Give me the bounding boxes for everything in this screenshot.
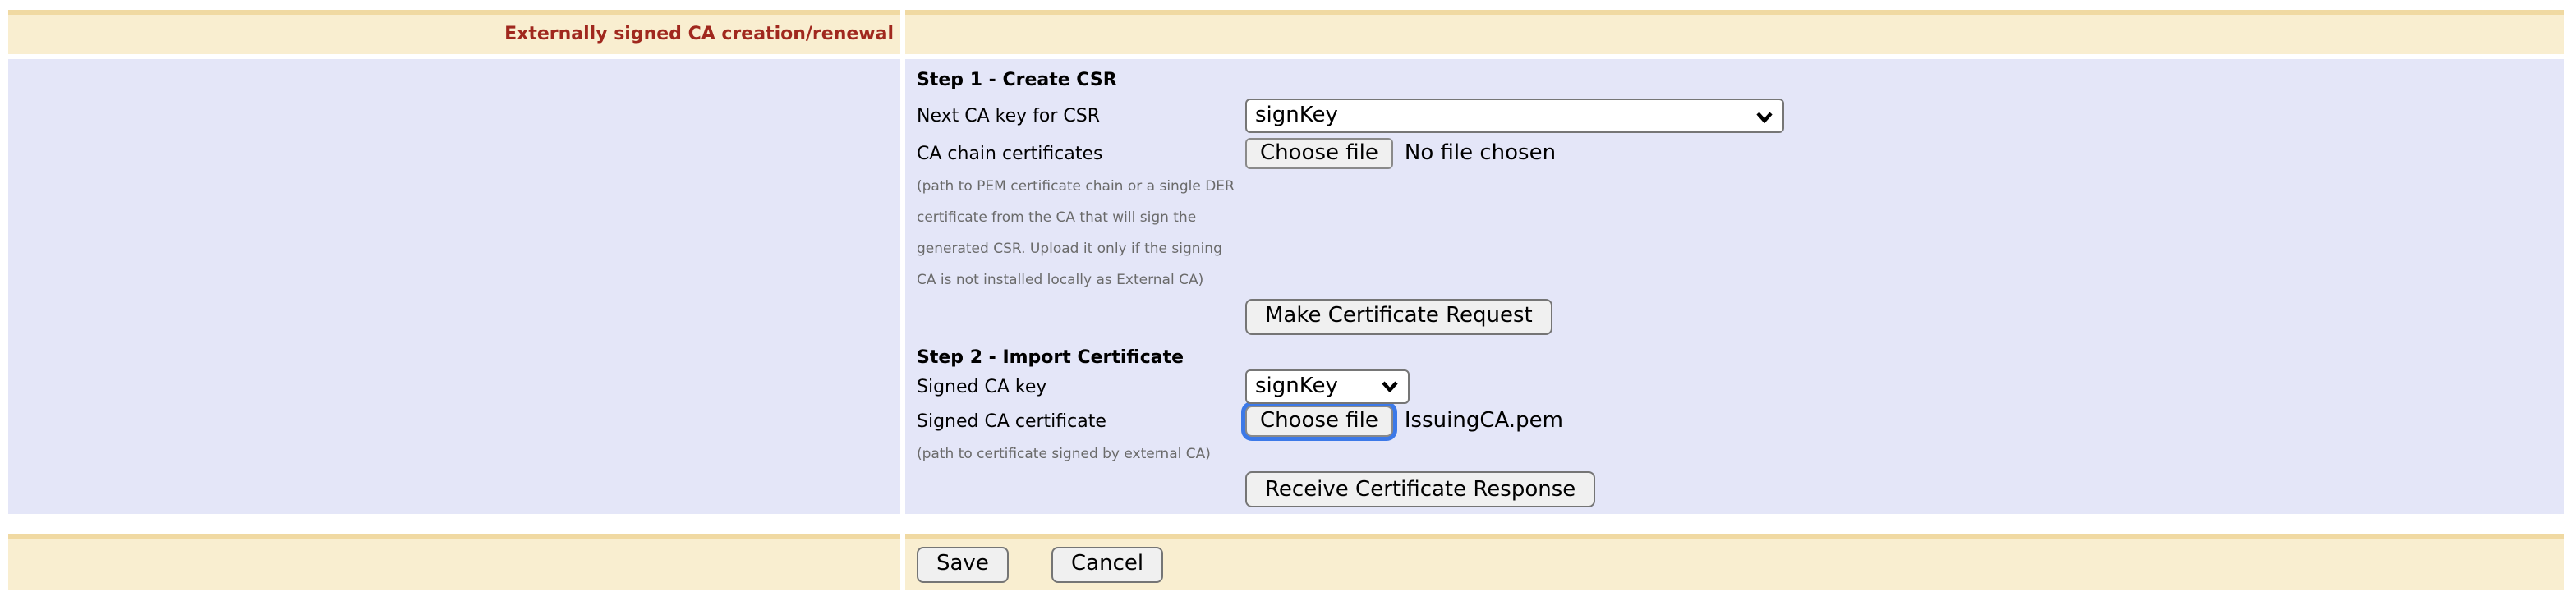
ca-chain-field-row: CA chain certificates Choose file No fil…: [917, 138, 2551, 169]
footer-left-spacer-cell: [8, 534, 900, 590]
help-line: certificate from the CA that will sign t…: [917, 210, 1197, 227]
form-content-cell: Step 1 - Create CSR Next CA key for CSR …: [905, 59, 2564, 514]
save-button[interactable]: Save: [917, 546, 1009, 582]
make-certificate-request-button[interactable]: Make Certificate Request: [1245, 298, 1552, 334]
next-ca-key-field-row: Next CA key for CSR signKey: [917, 99, 2551, 133]
chevron-down-icon: [1756, 111, 1773, 122]
ca-chain-file-input: Choose file No file chosen: [1245, 138, 1556, 169]
ca-chain-help-text: (path to PEM certificate chain or a sing…: [917, 172, 1262, 297]
chevron-down-icon: [1382, 381, 1398, 392]
ca-chain-choose-file-button[interactable]: Choose file: [1245, 138, 1393, 169]
make-request-button-row: Make Certificate Request: [917, 297, 2551, 334]
help-line: (path to PEM certificate chain or a sing…: [917, 179, 1235, 195]
form-row: Step 1 - Create CSR Next CA key for CSR …: [8, 59, 2564, 514]
next-ca-key-label: Next CA key for CSR: [917, 105, 1101, 126]
signed-ca-cert-file-name: IssuingCA.pem: [1404, 408, 1563, 433]
section-header-spacer-cell: [905, 10, 2564, 54]
signed-ca-cert-field-row: Signed CA certificate Choose file Issuin…: [917, 405, 2551, 436]
section-title: Externally signed CA creation/renewal: [504, 23, 894, 44]
footer-row: Save Cancel: [8, 534, 2564, 590]
help-line: (path to certificate signed by external …: [917, 446, 1211, 462]
signed-ca-cert-choose-file-button[interactable]: Choose file: [1245, 405, 1393, 436]
section-header-row: Externally signed CA creation/renewal: [8, 10, 2564, 54]
next-ca-key-selected-value: signKey: [1255, 103, 1338, 128]
receive-certificate-response-button[interactable]: Receive Certificate Response: [1245, 471, 1596, 507]
form-left-spacer-cell: [8, 59, 900, 514]
step1-heading: Step 1 - Create CSR: [917, 69, 1117, 90]
cancel-button[interactable]: Cancel: [1051, 546, 1164, 582]
section-header-title-cell: Externally signed CA creation/renewal: [8, 10, 900, 54]
help-line: CA is not installed locally as External …: [917, 273, 1204, 289]
signed-ca-key-select[interactable]: signKey: [1245, 369, 1410, 403]
signed-ca-cert-help-text: (path to certificate signed by external …: [917, 439, 1262, 470]
help-line: generated CSR. Upload it only if the sig…: [917, 241, 1222, 258]
signed-ca-key-label: Signed CA key: [917, 375, 1047, 397]
footer-actions-cell: Save Cancel: [905, 534, 2564, 590]
next-ca-key-select[interactable]: signKey: [1245, 99, 1784, 133]
ca-chain-file-status: No file chosen: [1404, 141, 1557, 166]
signed-ca-cert-file-input: Choose file IssuingCA.pem: [1245, 405, 1563, 436]
step2-heading: Step 2 - Import Certificate: [917, 346, 1184, 367]
ca-chain-label: CA chain certificates: [917, 143, 1103, 164]
signed-ca-key-field-row: Signed CA key signKey: [917, 369, 2551, 403]
signed-ca-key-selected-value: signKey: [1255, 374, 1338, 398]
ca-edit-table: Externally signed CA creation/renewal St…: [8, 10, 2564, 590]
signed-ca-cert-label: Signed CA certificate: [917, 410, 1106, 431]
receive-response-button-row: Receive Certificate Response: [917, 470, 2551, 507]
